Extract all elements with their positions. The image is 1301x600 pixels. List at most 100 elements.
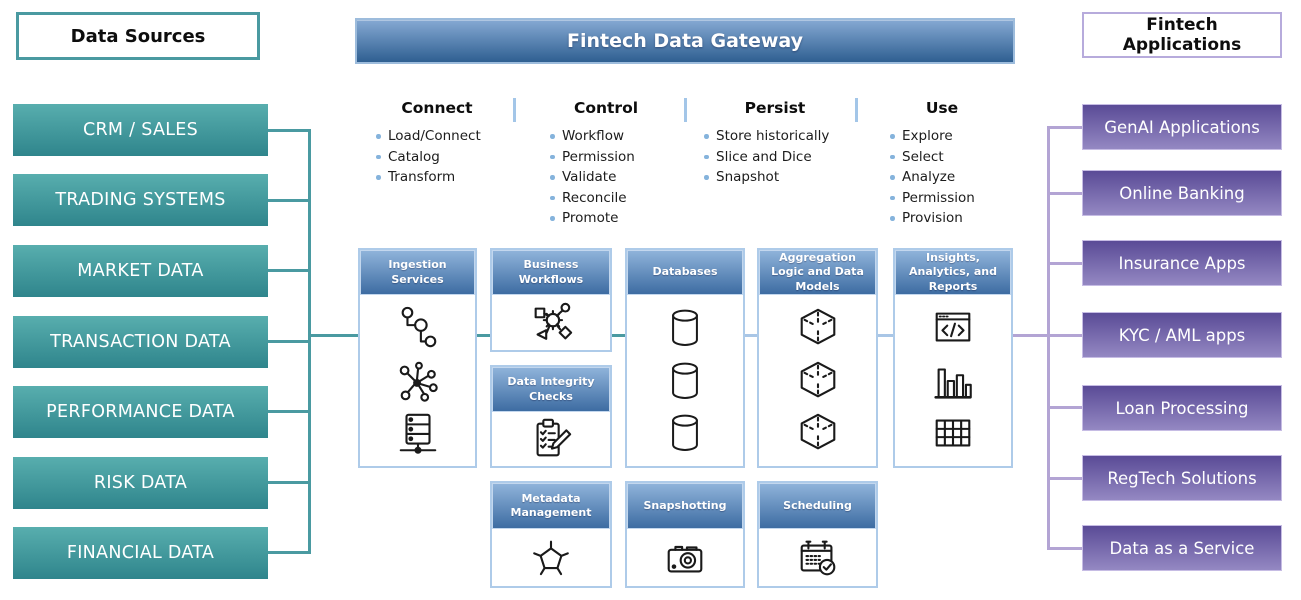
connector-line (268, 481, 310, 484)
component-scheduling: Scheduling (757, 481, 878, 588)
bullet-item: Snapshot (704, 169, 850, 186)
app-loan-processing: Loan Processing (1082, 385, 1282, 431)
data-source-risk-data: RISK DATA (13, 457, 268, 509)
app-data-as-a-service: Data as a Service (1082, 525, 1282, 571)
component-title: Snapshotting (627, 483, 743, 529)
bullet-item: Select (890, 149, 998, 166)
component-insights-analytics-reports: Insights, Analytics, and Reports (893, 248, 1013, 468)
fintech-applications-title: Fintech Applications (1122, 14, 1242, 55)
fintech-applications-header: Fintech Applications (1082, 12, 1282, 58)
code-window-icon (930, 305, 976, 351)
clipboard-checklist-icon (528, 416, 574, 462)
bullet-item: Load/Connect (376, 128, 502, 145)
connector-line (268, 551, 310, 554)
component-snapshotting: Snapshotting (625, 481, 745, 588)
component-databases: Databases (625, 248, 745, 468)
app-genai-applications: GenAI Applications (1082, 104, 1282, 150)
data-source-market-data: MARKET DATA (13, 245, 268, 297)
workflow-gear-icon (528, 300, 574, 346)
gateway-title: Fintech Data Gateway (566, 30, 804, 52)
bullet-item: Transform (376, 169, 502, 186)
component-icons (627, 295, 743, 466)
bullet-item: Provision (890, 210, 998, 227)
data-cube-icon (795, 305, 841, 351)
bullet-item: Analyze (890, 169, 998, 186)
data-sources-header: Data Sources (16, 12, 260, 60)
connector-line (476, 334, 491, 337)
bullet-item: Validate (550, 169, 666, 186)
component-title: Scheduling (759, 483, 876, 529)
component-title: Databases (627, 250, 743, 295)
molecule-icon (528, 535, 574, 581)
data-source-transaction-data: TRANSACTION DATA (13, 316, 268, 368)
database-cylinder-icon (663, 306, 707, 350)
data-source-trading-systems: TRADING SYSTEMS (13, 174, 268, 226)
connector-line (268, 410, 310, 413)
bar-chart-icon (930, 358, 976, 404)
data-source-crm-sales: CRM / SALES (13, 104, 268, 156)
component-aggregation-logic: Aggregation Logic and Data Models (757, 248, 878, 468)
network-hub-icon (395, 358, 441, 404)
component-icons (759, 295, 876, 466)
bullet-item: Promote (550, 210, 666, 227)
component-icons (492, 412, 610, 466)
phase-connect-label: Connect (401, 99, 473, 117)
component-title: Insights, Analytics, and Reports (895, 250, 1011, 295)
component-title: Metadata Management (492, 483, 610, 529)
data-cube-icon (795, 410, 841, 456)
component-ingestion-services: Ingestion Services (358, 248, 477, 468)
connector-line (611, 334, 626, 337)
phase-divider (684, 98, 687, 122)
component-title: Business Workflows (492, 250, 610, 295)
data-source-financial-data: FINANCIAL DATA (13, 527, 268, 579)
bullet-item: Store historically (704, 128, 850, 145)
component-icons (895, 295, 1011, 466)
connector-line (308, 334, 360, 337)
calendar-check-icon (795, 535, 841, 581)
connector-trunk-left (308, 129, 311, 554)
gateway-header: Fintech Data Gateway (355, 18, 1015, 64)
component-title: Data Integrity Checks (492, 367, 610, 412)
bullet-item: Explore (890, 128, 998, 145)
component-icons (492, 295, 610, 350)
bullet-item: Reconcile (550, 190, 666, 207)
connector-line (268, 269, 310, 272)
component-icons (360, 295, 475, 466)
connector-line (1049, 547, 1082, 550)
database-cylinder-icon (663, 359, 707, 403)
app-online-banking: Online Banking (1082, 170, 1282, 216)
connector-line (1049, 192, 1082, 195)
database-cylinder-icon (663, 411, 707, 455)
bullet-item: Catalog (376, 149, 502, 166)
phase-divider (855, 98, 858, 122)
app-kyc-aml-apps: KYC / AML apps (1082, 312, 1282, 358)
connector-trunk-right (1047, 126, 1050, 550)
data-sources-title: Data Sources (70, 25, 206, 47)
connector-line (744, 334, 758, 337)
connector-line (1049, 477, 1082, 480)
connector-line (268, 340, 310, 343)
phase-persist-label: Persist (744, 99, 806, 117)
connector-line (1049, 262, 1082, 265)
connector-line (268, 199, 310, 202)
data-source-performance-data: PERFORMANCE DATA (13, 386, 268, 438)
connector-line (268, 129, 310, 132)
component-title: Ingestion Services (360, 250, 475, 295)
bullet-item: Slice and Dice (704, 149, 850, 166)
component-icons (627, 529, 743, 586)
data-cube-icon (795, 358, 841, 404)
app-regtech-solutions: RegTech Solutions (1082, 455, 1282, 501)
bullet-item: Permission (890, 190, 998, 207)
camera-icon (662, 535, 708, 581)
bullet-item: Permission (550, 149, 666, 166)
component-icons (492, 529, 610, 586)
component-icons (759, 529, 876, 586)
table-grid-icon (930, 410, 976, 456)
component-business-workflows: Business Workflows (490, 248, 612, 352)
